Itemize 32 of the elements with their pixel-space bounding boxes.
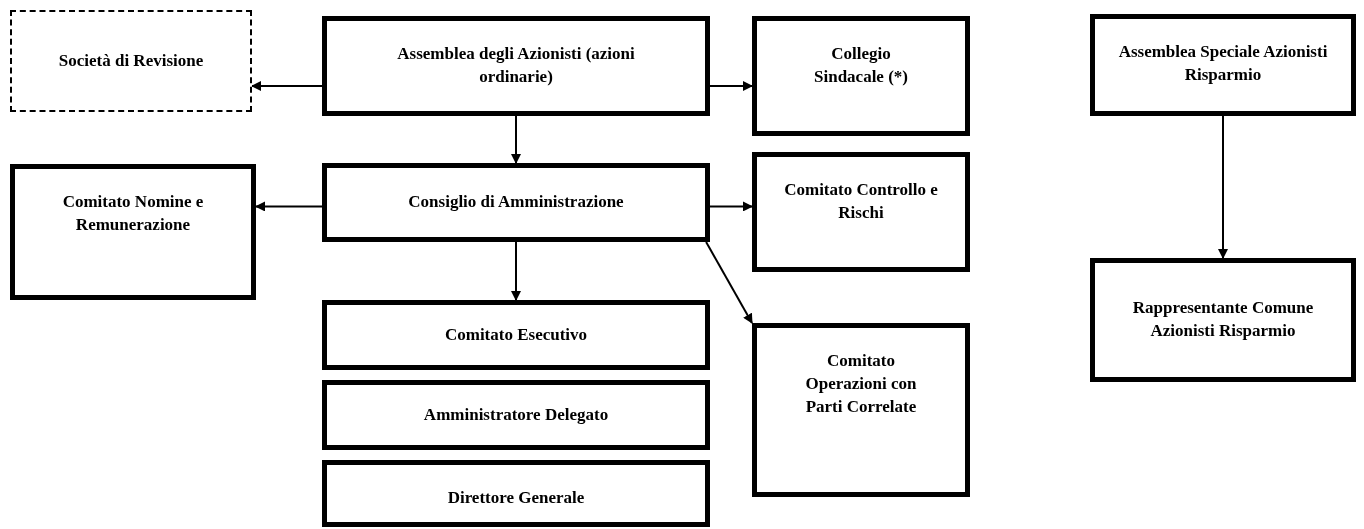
- org-box: [322, 163, 710, 242]
- box-label: Rappresentante Comune Azionisti Risparmio: [1131, 297, 1315, 342]
- box-label: Società di Revisione: [58, 49, 204, 72]
- org-box: [322, 16, 710, 116]
- arrow: [511, 241, 521, 301]
- box-label: Amministratore Delegato: [423, 403, 609, 426]
- org-box: [1090, 14, 1356, 116]
- box-label: Comitato Nomine e Remunerazione: [61, 191, 205, 236]
- org-box: [322, 300, 710, 370]
- arrow: [709, 81, 753, 91]
- box-label: Collegio Sindacale (*): [813, 43, 909, 88]
- org-box: [322, 460, 710, 527]
- org-box: [1090, 258, 1356, 382]
- arrow: [255, 201, 323, 212]
- org-box: [10, 164, 256, 300]
- box-label: Consiglio di Amministrazione: [408, 191, 624, 214]
- arrow: [251, 81, 323, 91]
- box-label: Comitato Operazioni con Parti Correlate: [804, 350, 918, 418]
- arrow: [705, 241, 753, 324]
- box-label: Assemblea Speciale Azionisti Risparmio: [1117, 41, 1329, 86]
- org-box: [752, 16, 970, 136]
- org-box: [752, 323, 970, 497]
- box-label: Comitato Esecutivo: [444, 323, 588, 346]
- box-label: Comitato Controllo e Rischi: [783, 179, 939, 224]
- arrow: [511, 115, 521, 164]
- arrow: [709, 201, 753, 212]
- arrow: [1218, 115, 1228, 259]
- org-box: [10, 10, 252, 112]
- box-label: Direttore Generale: [447, 487, 585, 509]
- box-label: Assemblea degli Azionisti (azioni ordinarie): [396, 43, 636, 88]
- org-box: [752, 152, 970, 272]
- org-box: [322, 380, 710, 450]
